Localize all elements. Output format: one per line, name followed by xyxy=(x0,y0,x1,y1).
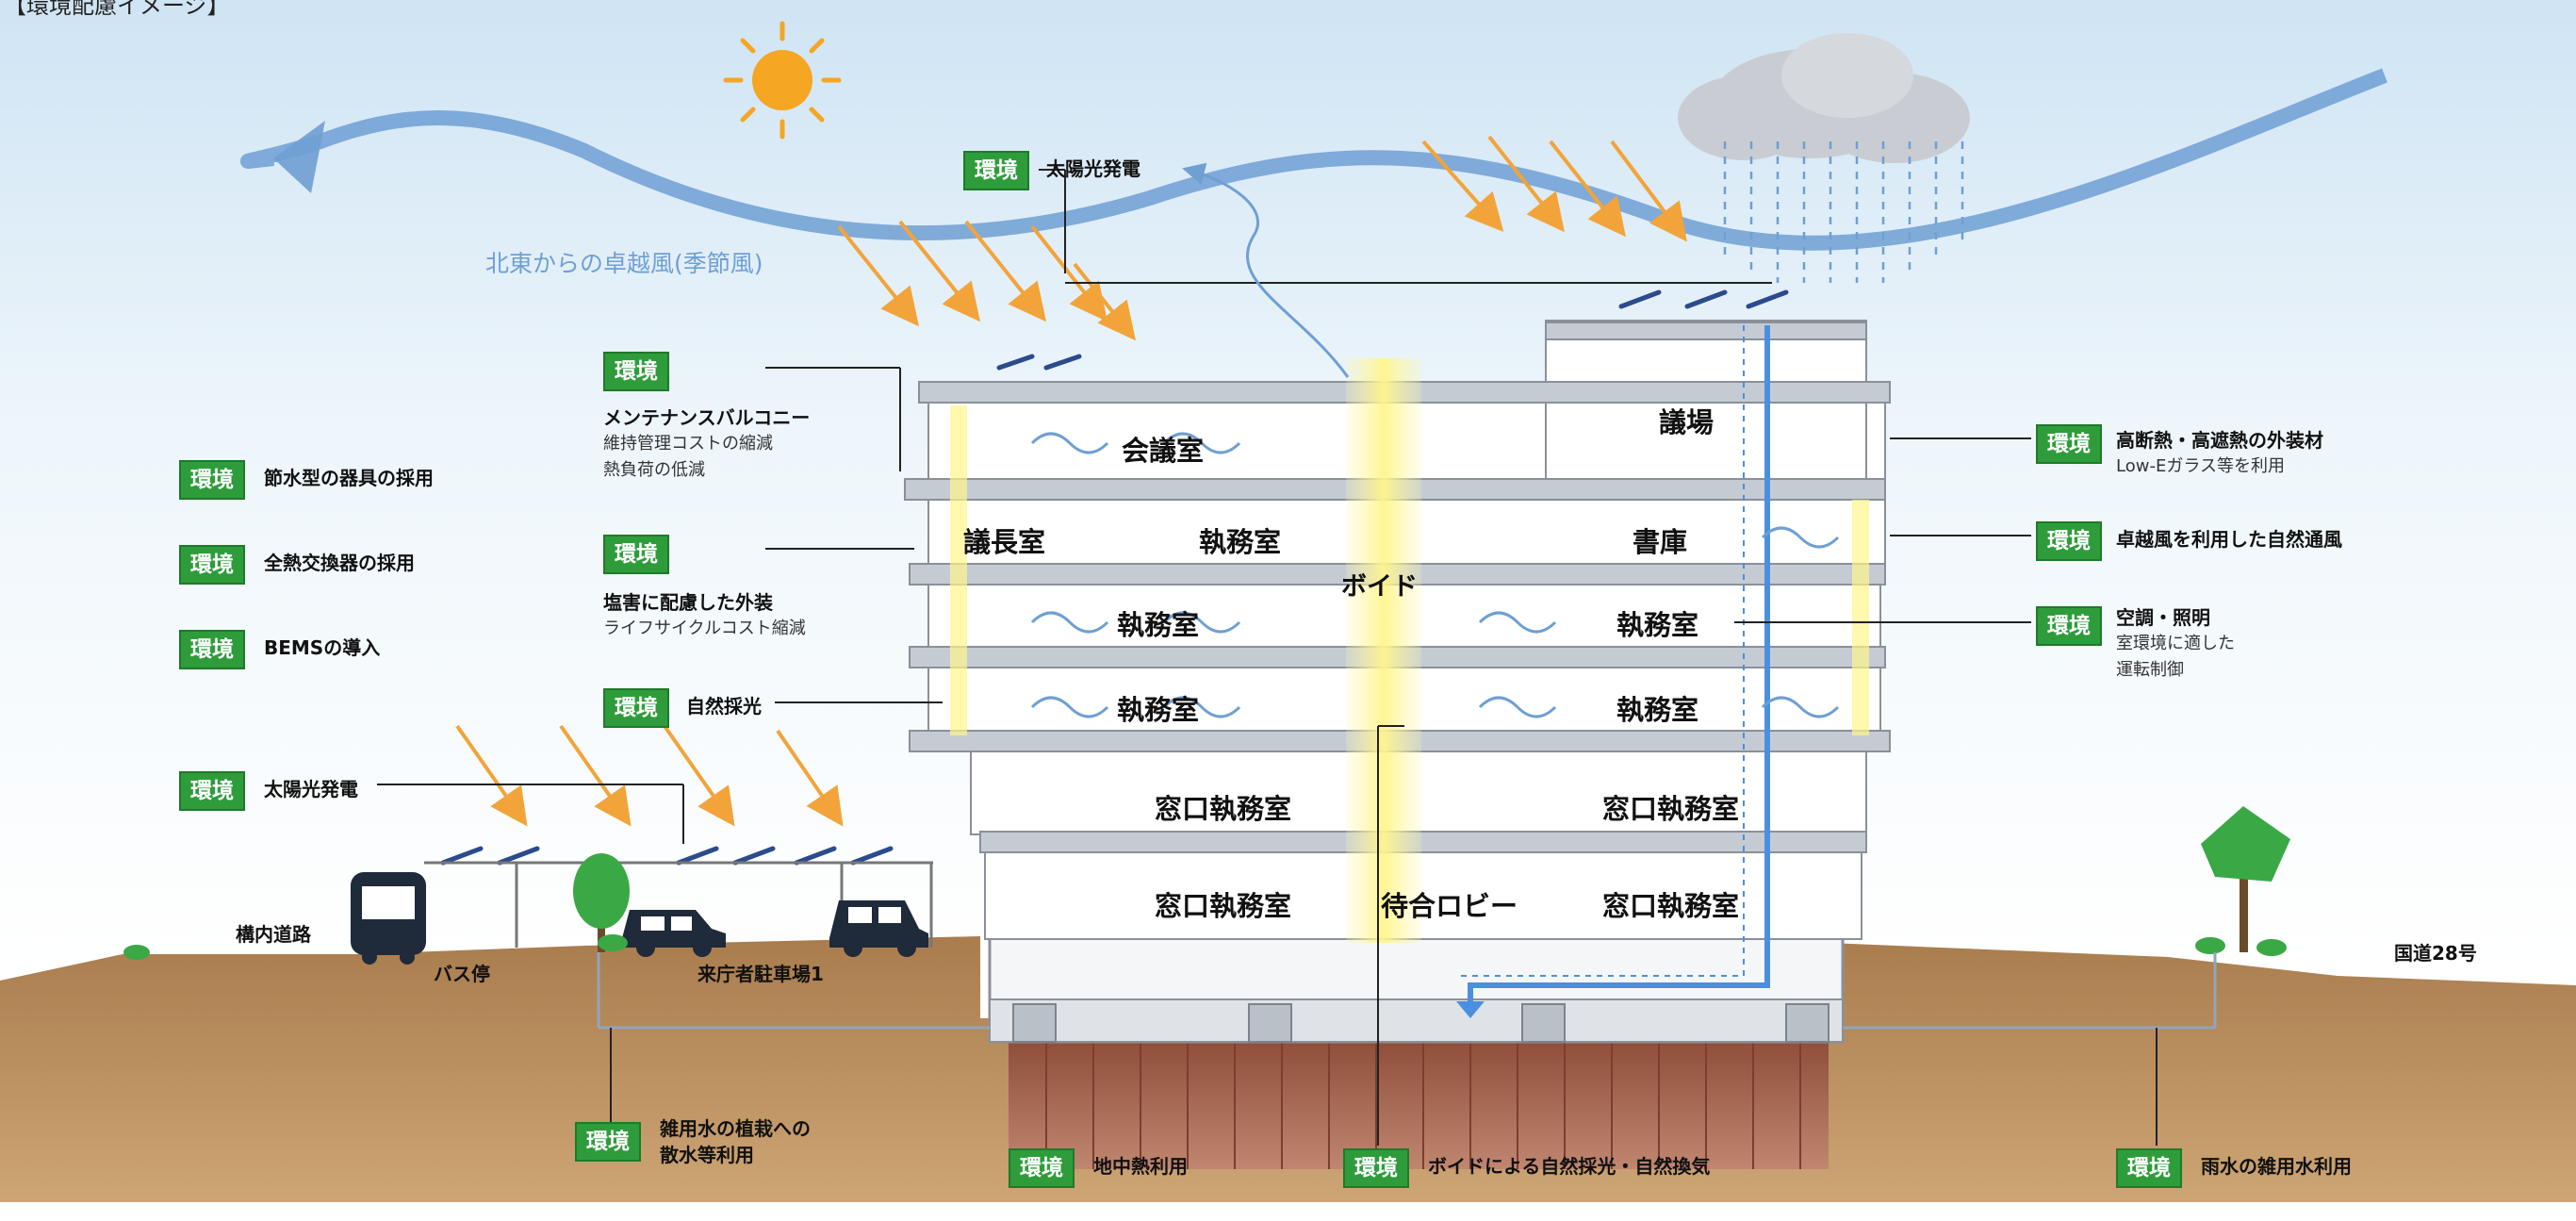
cloud-icon xyxy=(1678,33,1970,163)
badge-insulation: 環境 xyxy=(2036,424,2102,464)
label-hvac-title: 空調・照明 xyxy=(2116,606,2210,629)
room-chair: 議長室 xyxy=(963,526,1046,558)
label-exterior-line1: ライフサイクルコスト縮減 xyxy=(603,619,806,638)
shrub-icons xyxy=(123,934,2287,960)
bus-icon xyxy=(351,872,426,965)
tree-icon xyxy=(573,853,630,952)
badge-irrigation: 環境 xyxy=(575,1122,641,1162)
label-rainwater: 雨水の雑用水利用 xyxy=(2201,1155,2352,1178)
label-water-saving: 節水型の器具の採用 xyxy=(264,467,434,489)
label-bems: BEMSの導入 xyxy=(264,636,381,659)
label-route: 国道28号 xyxy=(2394,942,2477,965)
room-library: 書庫 xyxy=(1633,526,1688,558)
room-window-office-2f-left: 窓口執務室 xyxy=(1155,793,1292,825)
badge-hvac: 環境 xyxy=(2036,606,2102,646)
basement-pads xyxy=(1012,1003,1829,1043)
label-daylight: 自然採光 xyxy=(686,695,762,718)
label-insulation-title: 高断熱・高遮熱の外装材 xyxy=(2116,429,2323,452)
badge-natural-vent: 環境 xyxy=(2036,521,2102,561)
badge-balcony: 環境 xyxy=(603,352,669,391)
corner-title: 【環境配慮イメージ】 xyxy=(4,0,230,19)
room-office-5f: 執務室 xyxy=(1199,526,1282,558)
sun-rays-parking xyxy=(455,724,844,827)
badge-daylight: 環境 xyxy=(603,688,669,728)
sun-rays-top-left xyxy=(837,220,1136,341)
label-insulation-line1: Low-Eガラス等を利用 xyxy=(2116,456,2285,476)
room-window-office-1f-right: 窓口執務室 xyxy=(1602,890,1740,922)
label-bus-stop: バス停 xyxy=(434,963,490,985)
label-heat-exchanger: 全熱交換器の採用 xyxy=(264,552,415,574)
label-natural-vent: 卓越風を利用した自然通風 xyxy=(2116,528,2342,551)
label-hvac-line1: 室環境に適した xyxy=(2116,634,2235,653)
building-section xyxy=(904,320,1891,943)
label-exterior-title: 塩害に配慮した外装 xyxy=(603,591,773,614)
room-assembly: 議場 xyxy=(1659,406,1715,438)
badge-heat-exchanger: 環境 xyxy=(179,545,245,585)
label-hvac-line2: 運転制御 xyxy=(2116,660,2184,680)
room-conference: 会議室 xyxy=(1122,435,1205,467)
void-shaft xyxy=(1346,358,1421,943)
basement-slab xyxy=(989,998,1844,1043)
label-geothermal: 地中熱利用 xyxy=(1093,1155,1188,1178)
wind-arrow-head xyxy=(273,121,325,193)
label-balcony-line1: 維持管理コストの縮減 xyxy=(603,434,773,454)
badge-exterior: 環境 xyxy=(603,535,669,574)
rain xyxy=(1723,141,1964,283)
room-office-4f-left: 執務室 xyxy=(1117,609,1200,641)
room-window-office-2f-right: 窓口執務室 xyxy=(1602,793,1740,825)
room-window-office-1f-left: 窓口執務室 xyxy=(1155,890,1292,922)
sun-icon xyxy=(723,21,842,140)
badge-void-vent: 環境 xyxy=(1343,1148,1409,1188)
label-void-vent: ボイドによる自然採光・自然換気 xyxy=(1428,1155,1711,1178)
pile-lines xyxy=(1045,1042,1801,1169)
label-solar-top: 太陽光発電 xyxy=(1046,157,1140,180)
badge-water-saving: 環境 xyxy=(179,460,245,500)
sun-rays-top-right xyxy=(1421,135,1687,242)
pile-foundation xyxy=(1009,1042,1829,1169)
airflow-void xyxy=(1182,162,1350,378)
badge-solar-left: 環境 xyxy=(179,771,245,811)
label-parking: 来庁者駐車場1 xyxy=(697,963,824,985)
tree-icon-right xyxy=(2201,806,2290,952)
wind-arrow xyxy=(240,68,2387,251)
label-irrigation-line2: 散水等利用 xyxy=(660,1144,754,1166)
room-lobby: 待合ロビー xyxy=(1381,890,1518,922)
badge-rainwater: 環境 xyxy=(2116,1148,2182,1188)
solar-panels xyxy=(440,289,1789,866)
room-void: ボイド xyxy=(1341,572,1418,602)
car-icon-2 xyxy=(829,900,928,957)
label-balcony-title: メンテナンスバルコニー xyxy=(603,406,811,429)
badge-bems: 環境 xyxy=(179,630,245,669)
room-office-3f-left: 執務室 xyxy=(1117,694,1200,726)
label-solar-left: 太陽光発電 xyxy=(264,778,358,800)
airflow-rooms xyxy=(1030,432,1840,718)
leader-lines xyxy=(377,169,2158,1146)
car-icon xyxy=(622,910,726,957)
badge-geothermal: 環境 xyxy=(1009,1148,1075,1188)
room-office-4f-right: 執務室 xyxy=(1616,609,1699,641)
label-road: 構内道路 xyxy=(236,923,311,946)
room-office-3f-right: 執務室 xyxy=(1616,694,1699,726)
badge-solar-top: 環境 xyxy=(963,151,1029,190)
label-irrigation-line1: 雑用水の植栽への xyxy=(660,1117,811,1140)
label-balcony-line2: 熱負荷の低減 xyxy=(603,460,705,480)
wind-label: 北東からの卓越風(季節風) xyxy=(485,250,763,277)
ground-bottom-white xyxy=(0,1202,2576,1221)
water-pipes xyxy=(597,325,2217,1030)
